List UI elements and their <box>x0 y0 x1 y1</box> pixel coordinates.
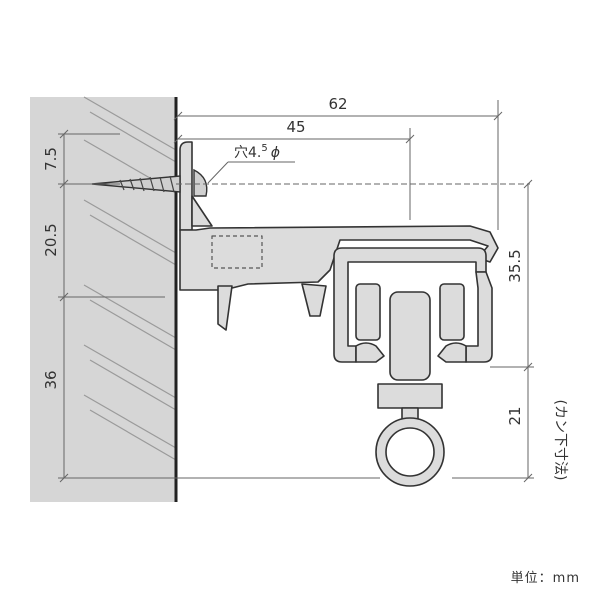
kan-shita-note: (カン下寸法) <box>552 400 568 481</box>
ring <box>375 417 445 487</box>
dim-20-5: 20.5 <box>42 223 60 256</box>
unit-label: 単位：mm <box>510 571 580 586</box>
dim-62: 62 <box>328 95 347 113</box>
dim-35-5: 35.5 <box>506 249 524 282</box>
hole-label-prefix: 穴4. <box>234 145 261 161</box>
mounting-bracket <box>179 141 499 331</box>
dim-45: 45 <box>286 118 305 136</box>
dimension-ticks <box>59 111 533 483</box>
runner <box>355 283 465 429</box>
hole-label-sup: 5 <box>261 143 267 154</box>
dim-21: 21 <box>506 406 524 425</box>
dimension-lines <box>58 100 534 479</box>
dim-7-5: 7.5 <box>42 147 60 171</box>
dim-36: 36 <box>42 370 60 389</box>
wall-section <box>30 96 178 502</box>
hole-label-phi: ϕ <box>271 145 280 161</box>
curtain-rail <box>333 247 493 363</box>
